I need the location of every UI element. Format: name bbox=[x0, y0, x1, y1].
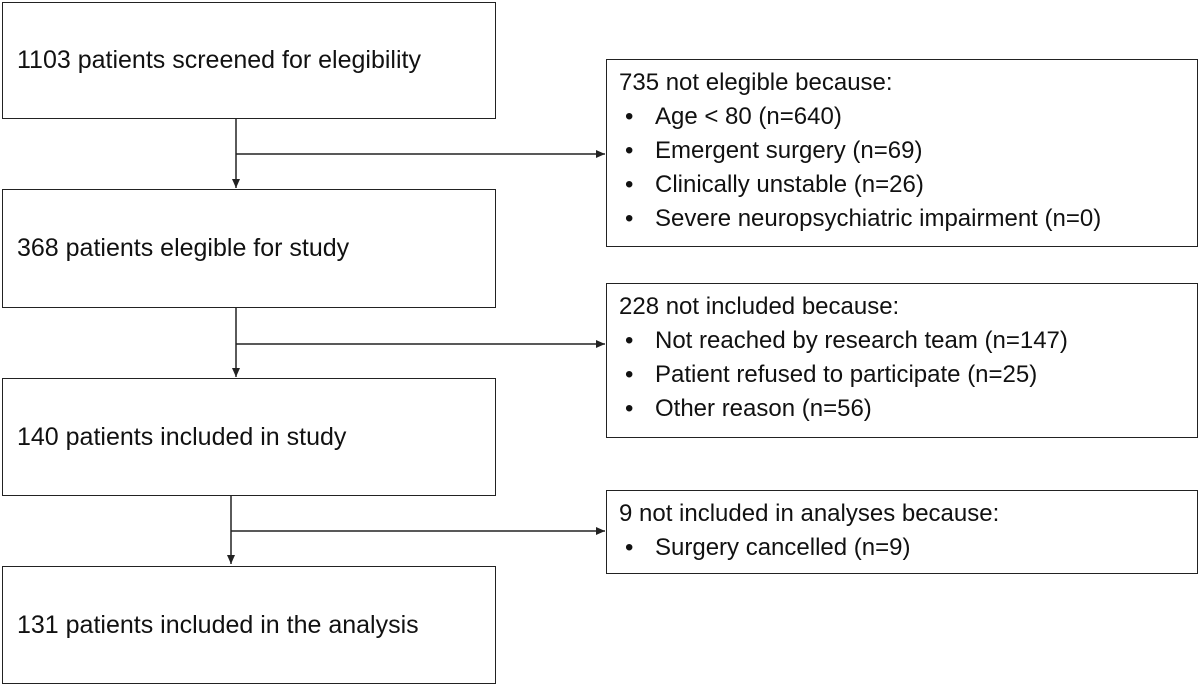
eligible-label: 368 patients elegible for study bbox=[17, 234, 350, 262]
list-item: Not reached by research team (n=147) bbox=[619, 324, 1187, 358]
screened-label: 1103 patients screened for elegibility bbox=[17, 46, 421, 74]
list-item: Surgery cancelled (n=9) bbox=[619, 531, 1187, 565]
not-analysed-list: Surgery cancelled (n=9) bbox=[619, 531, 1187, 565]
not-included-list: Not reached by research team (n=147) Pat… bbox=[619, 324, 1187, 426]
included-box: 140 patients included in study bbox=[2, 378, 496, 496]
list-item: Emergent surgery (n=69) bbox=[619, 134, 1187, 168]
not-eligible-box: 735 not elegible because: Age < 80 (n=64… bbox=[606, 59, 1198, 247]
list-item: Severe neuropsychiatric impairment (n=0) bbox=[619, 202, 1187, 236]
list-item: Other reason (n=56) bbox=[619, 392, 1187, 426]
not-included-box: 228 not included because: Not reached by… bbox=[606, 283, 1198, 438]
not-analysed-heading: 9 not included in analyses because: bbox=[619, 500, 1000, 527]
not-eligible-list: Age < 80 (n=640) Emergent surgery (n=69)… bbox=[619, 100, 1187, 236]
screened-box: 1103 patients screened for elegibility bbox=[2, 2, 496, 119]
list-item: Age < 80 (n=640) bbox=[619, 100, 1187, 134]
list-item: Patient refused to participate (n=25) bbox=[619, 358, 1187, 392]
list-item: Clinically unstable (n=26) bbox=[619, 168, 1187, 202]
eligible-box: 368 patients elegible for study bbox=[2, 189, 496, 308]
included-label: 140 patients included in study bbox=[17, 422, 347, 451]
not-analysed-box: 9 not included in analyses because: Surg… bbox=[606, 490, 1198, 574]
analysed-label: 131 patients included in the analysis bbox=[17, 610, 419, 639]
analysed-box: 131 patients included in the analysis bbox=[2, 566, 496, 684]
not-eligible-heading: 735 not elegible because: bbox=[619, 69, 893, 96]
not-included-heading: 228 not included because: bbox=[619, 293, 900, 320]
